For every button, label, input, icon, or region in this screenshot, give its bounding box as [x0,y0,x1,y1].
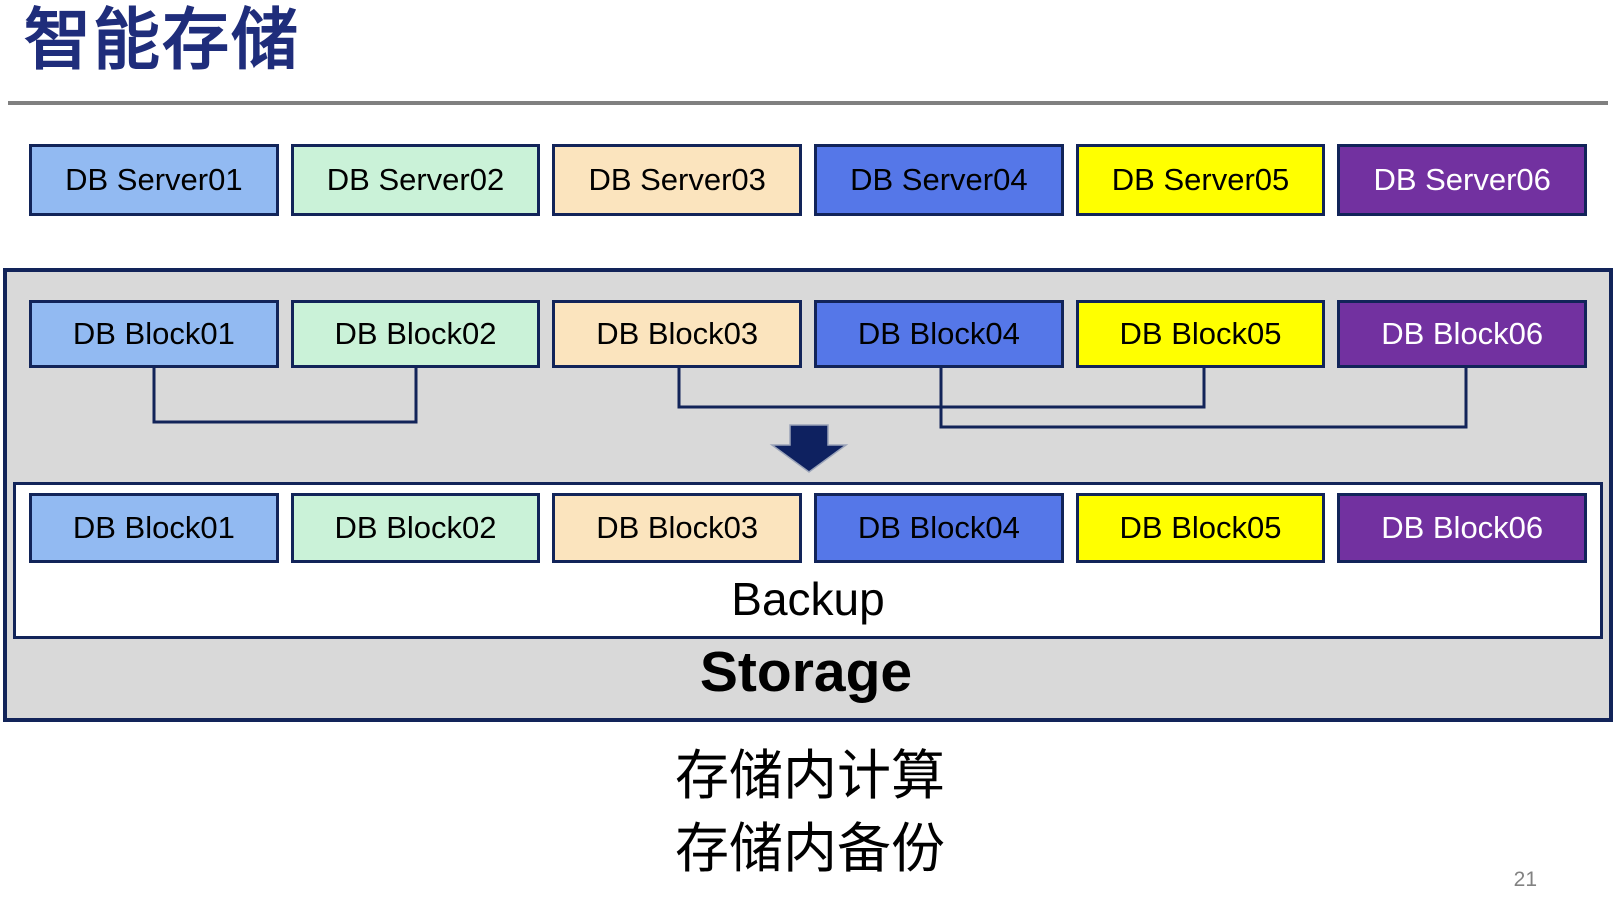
caption-line-1: 存储内计算 [675,746,945,806]
db-server-box: DB Server03 [552,144,803,216]
caption-line-2: 存储内备份 [675,818,945,879]
box-label: DB Server03 [588,162,766,197]
block-row-top: DB Block01 DB Block02 DB Block03 DB Block04… [29,300,1588,368]
box-label: DB Block03 [596,316,759,351]
db-block-backup-box: DB Block06 [1337,493,1588,563]
db-block-backup-box: DB Block04 [814,493,1064,563]
db-block-box: DB Block02 [290,300,541,368]
box-label: DB Block04 [857,510,1020,545]
storage-label: Storage [699,640,913,704]
db-server-box: DB Server04 [814,144,1064,216]
db-block-backup-box: DB Block05 [1075,493,1326,563]
box-label: DB Block05 [1119,316,1282,351]
box-label: DB Block05 [1119,510,1282,545]
db-block-backup-box: DB Block01 [29,493,279,563]
box-label: DB Block02 [334,316,497,351]
backup-label: Backup [731,573,885,625]
box-label: DB Server04 [850,162,1028,197]
box-label: DB Server05 [1111,162,1290,197]
box-label: DB Block01 [72,316,235,351]
db-block-box: DB Block04 [814,300,1064,368]
db-block-backup-box: DB Block02 [290,493,541,563]
db-server-box: DB Server02 [290,144,541,216]
page-number: 21 [1513,868,1537,891]
box-label: DB Server06 [1373,162,1551,197]
caption-text: 存储内计算 存储内备份 [0,740,1620,886]
box-label: DB Block02 [334,510,497,545]
box-label: DB Server02 [326,162,505,197]
box-label: DB Block03 [596,510,759,545]
box-label: DB Server01 [65,162,243,197]
box-label: DB Block06 [1381,316,1544,351]
db-block-box: DB Block01 [29,300,279,368]
db-server-box: DB Server06 [1337,144,1588,216]
block-row-backup: DB Block01 DB Block02 DB Block03 DB Block04… [29,493,1588,563]
server-row: DB Server01 DB Server02 DB Server03 DB Serv… [29,144,1588,216]
db-block-box: DB Block05 [1075,300,1326,368]
box-label: DB Block06 [1381,510,1544,545]
title-underline [8,101,1608,105]
db-server-box: DB Server01 [29,144,279,216]
db-block-box: DB Block06 [1337,300,1588,368]
db-block-backup-box: DB Block03 [552,493,803,563]
box-label: DB Block01 [72,510,235,545]
box-label: DB Block04 [857,316,1020,351]
db-server-box: DB Server05 [1075,144,1326,216]
db-block-box: DB Block03 [552,300,803,368]
slide-title: 智能存储 [24,3,300,78]
